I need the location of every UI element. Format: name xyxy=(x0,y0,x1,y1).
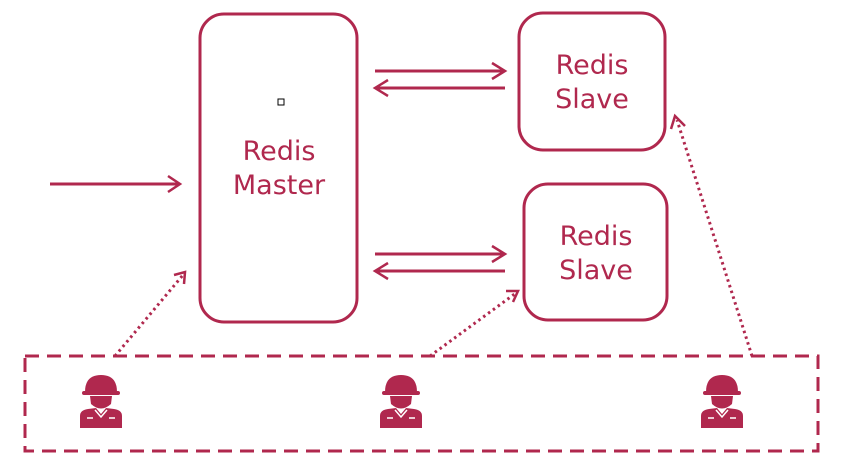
redis-master-node: Redis Master xyxy=(198,12,359,324)
redis-slave-top-label-line2: Slave xyxy=(555,84,629,115)
sentinel-soldier-icon xyxy=(80,375,122,428)
redis-master-label-line1: Redis xyxy=(243,136,316,167)
sentinel-soldier-icon xyxy=(380,375,422,428)
redis-slave-bottom-label-line1: Redis xyxy=(560,221,633,252)
redis-slave-top-node: Redis Slave xyxy=(517,11,667,152)
redis-master-label-line2: Master xyxy=(233,170,326,201)
redis-slave-bottom-label-line2: Slave xyxy=(559,255,633,286)
monitor-arrow-to-slave-bottom xyxy=(429,289,520,358)
monitor-arrow-to-slave-top xyxy=(669,113,754,357)
redis-slave-bottom-box xyxy=(522,182,669,322)
redis-master-box xyxy=(198,12,359,324)
replication-arrows-bottom xyxy=(372,244,508,281)
replication-arrows-top xyxy=(372,61,508,98)
sentinel-icons xyxy=(80,375,743,428)
sentinel-soldier-icon xyxy=(701,375,743,428)
redis-slave-bottom-node: Redis Slave xyxy=(522,182,669,322)
redis-slave-top-box xyxy=(517,11,667,152)
redis-slave-top-label-line1: Redis xyxy=(556,50,629,81)
client-incoming-arrow xyxy=(50,174,183,194)
sentinel-group-box xyxy=(23,354,820,453)
monitor-arrow-to-master xyxy=(113,270,187,357)
selection-handle-icon xyxy=(277,98,285,106)
